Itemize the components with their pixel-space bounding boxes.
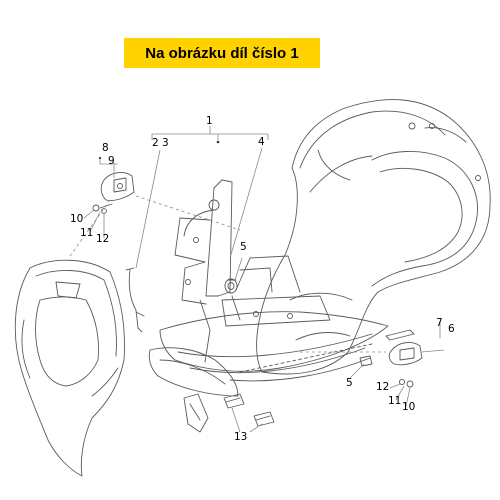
lower-spoiler xyxy=(148,347,239,397)
left-fasteners xyxy=(92,203,113,214)
callout-13: 13 xyxy=(234,431,248,443)
cable-clamp xyxy=(125,267,145,333)
callout-12-right: 12 xyxy=(376,381,390,393)
side-bracket xyxy=(183,393,209,433)
callout-12-left: 12 xyxy=(96,233,110,245)
callout-11-right: 11 xyxy=(388,395,402,407)
frame-steering-column xyxy=(174,179,241,363)
banner-text: Na obrázku díl číslo 1 xyxy=(145,44,299,62)
callout-9: 9 xyxy=(108,155,115,167)
leader-dots xyxy=(98,140,220,160)
callout-10-right: 10 xyxy=(402,401,416,413)
callout-11-left: 11 xyxy=(80,227,94,239)
callout-7: 7 xyxy=(436,317,443,329)
callout-1: 1 xyxy=(206,115,213,127)
callout-2-3: 2 3 xyxy=(152,137,169,149)
front-leg-shield xyxy=(14,259,125,477)
part-number-banner: Na obrázku díl číslo 1 xyxy=(124,38,320,68)
rubber-pads xyxy=(223,393,275,427)
right-clip xyxy=(359,355,373,367)
callout-5-lower: 5 xyxy=(346,377,353,389)
callout-6: 6 xyxy=(448,323,455,335)
frame-body xyxy=(256,99,491,375)
callout-5-upper: 5 xyxy=(240,241,247,253)
leader-lines xyxy=(69,126,445,433)
callout-4: 4 xyxy=(258,136,265,148)
right-hook-bracket xyxy=(385,329,423,388)
frame-inner-detail xyxy=(224,267,273,294)
callout-10-left: 10 xyxy=(70,213,84,225)
floorboard xyxy=(159,255,389,382)
left-hook-bracket xyxy=(100,172,135,201)
callout-8: 8 xyxy=(102,142,109,154)
